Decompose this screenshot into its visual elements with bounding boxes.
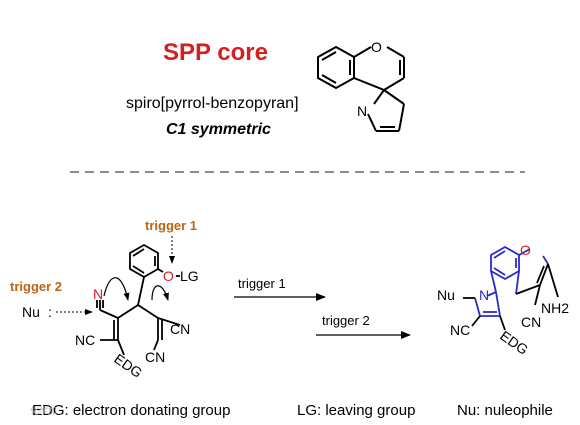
reactant-nu-colon: : bbox=[48, 304, 52, 320]
product-pyrrole bbox=[474, 291, 501, 317]
reactant-cn-right-label: CN bbox=[170, 321, 190, 337]
core-title: SPP core bbox=[163, 39, 268, 66]
core-name: spiro[pyrrol-benzopyran] bbox=[126, 95, 299, 112]
product-cn-label: CN bbox=[521, 314, 541, 330]
arrow2-label: trigger 2 bbox=[322, 313, 370, 328]
legend-lg: LG: leaving group bbox=[297, 402, 415, 419]
reactant-cn-bottom-label: CN bbox=[145, 349, 165, 365]
reactant-lg-label: LG bbox=[180, 268, 199, 284]
core-nitrogen-label: N bbox=[357, 103, 367, 119]
product-oxygen: O bbox=[520, 242, 531, 258]
core-oxygen-label: O bbox=[371, 39, 382, 55]
reactant-nitrile-n: N bbox=[93, 286, 103, 302]
core-symmetry: C1 symmetric bbox=[166, 121, 271, 138]
product-nu-label: Nu bbox=[437, 287, 455, 303]
product-edg-label: EDG bbox=[497, 327, 531, 358]
product-nc-label: NC bbox=[450, 322, 470, 338]
product-benzopyran bbox=[490, 245, 549, 295]
curved-arrow-olefin bbox=[151, 285, 169, 301]
product-substituents bbox=[463, 297, 506, 331]
reactant-edg-label: EDG bbox=[111, 350, 145, 381]
product-nh2-label: NH2 bbox=[541, 300, 569, 316]
trigger2-label: trigger 2 bbox=[10, 279, 62, 294]
spp-core-structure bbox=[317, 46, 405, 132]
arrow1-label: trigger 1 bbox=[238, 276, 286, 291]
trigger1-label: trigger 1 bbox=[145, 218, 197, 233]
reactant-nc-label: NC bbox=[75, 332, 95, 348]
reactant-oxygen: O bbox=[163, 268, 174, 284]
watermark-logo: 化学加 bbox=[30, 405, 57, 416]
legend-nu: Nu: nuleophile bbox=[457, 402, 553, 419]
reactant-nu-label: Nu bbox=[22, 304, 40, 320]
product-nitrogen: N bbox=[479, 287, 489, 303]
legend-edg: EDG: electron donating group bbox=[32, 402, 230, 419]
curved-arrow-nitrile bbox=[103, 277, 130, 301]
reactant-structure bbox=[96, 243, 181, 356]
product-pyrran-tail bbox=[515, 263, 559, 306]
